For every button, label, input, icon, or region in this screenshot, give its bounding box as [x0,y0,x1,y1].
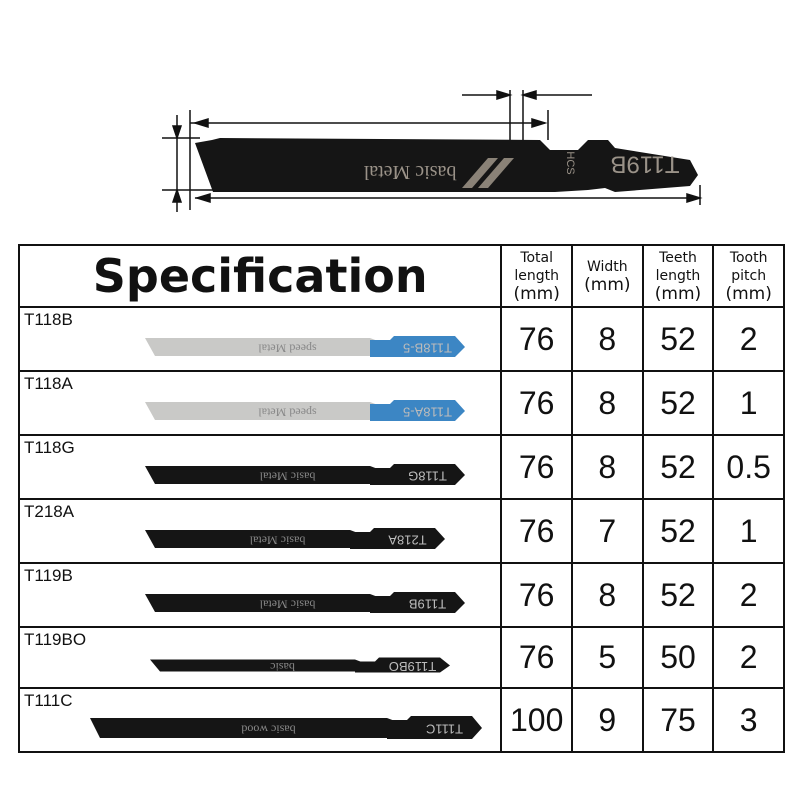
blade-brand-text: basic [270,660,295,674]
model-name: T118B [24,310,73,329]
tooth-pitch-value: 2 [712,306,785,372]
table-row: T119BO T119BO basic 76 5 50 2 [17,626,785,689]
blade-body [145,402,378,420]
teeth-length-value: 75 [641,687,715,753]
blade-stripes-logo [462,158,514,188]
blade-cell: T118B T118B-5 speed Metal [17,306,503,372]
blade-brand-text: basic wood [241,722,295,736]
teeth-length-value: 52 [641,562,715,628]
blade-cell: T119BO T119BO basic [17,626,503,689]
teeth-length-value: 52 [641,434,715,500]
blade-brand-text: basic Metal [259,597,315,611]
blade-brand-text: speed Metal [258,341,317,355]
teeth-length-value: 52 [641,306,715,372]
blade-label-text: T118G [408,469,447,484]
tooth-pitch-value: 1 [712,370,785,436]
blade-image: T119B basic Metal [145,592,465,613]
total-length-value: 76 [500,626,573,689]
blade-cell: T118A T118A-5 speed Metal [17,370,503,436]
model-name: T111C [24,691,73,710]
teeth-length-value: 52 [641,498,715,564]
width-value: 8 [571,306,644,372]
total-length-value: 76 [500,306,573,372]
blade-body [145,466,378,484]
blade-brand-text: basic Metal [259,469,315,483]
blade-image: T118G basic Metal [145,464,465,485]
blade-body [150,659,363,672]
blade-shank [370,400,465,421]
blade-shank [387,716,482,739]
table-row: T218A T218A basic Metal 76 7 52 1 [17,498,785,564]
blade-label-text: T119B [409,597,446,612]
model-name: T118A [24,374,73,393]
width-value: 5 [571,626,644,689]
blade-label-text: T118B-5 [403,341,452,356]
model-name: T118G [24,438,75,457]
blade-brand-text: speed Metal [258,405,317,419]
table-row: T118A T118A-5 speed Metal 76 8 52 1 [17,370,785,436]
width-value: 9 [571,687,644,753]
model-name: T119B [24,566,73,585]
blade-cell: T119B T119B basic Metal [17,562,503,628]
teeth-length-value: 50 [641,626,715,689]
blade-cell: T111C T111C basic wood [17,687,503,753]
total-length-value: 76 [500,370,573,436]
blade-brand-text: basic Metal [363,161,456,183]
teeth-length-value: 52 [641,370,715,436]
blade-brand-text: basic Metal [249,533,305,547]
blade-label-text: T119BO [389,659,436,674]
blade-steel-text: HCS [564,151,576,174]
tooth-pitch-value: 3 [712,687,785,753]
blade-body [90,718,395,738]
model-name: T119BO [24,630,87,649]
blade-shank [370,464,465,485]
header-width: Width(mm) [571,244,644,308]
blade-shank [350,528,445,549]
blade-shank [370,336,465,357]
blade-image: T118A-5 speed Metal [145,400,465,421]
blade-image: T111C basic wood [90,716,482,739]
table-row: T119B T119B basic Metal 76 8 52 2 [17,562,785,628]
total-length-value: 76 [500,562,573,628]
dimension-diagram: basic Metal HCS T119B [162,89,703,212]
blade-body [145,338,378,356]
width-value: 8 [571,562,644,628]
blade-shank [355,657,450,673]
tooth-pitch-value: 1 [712,498,785,564]
total-length-value: 76 [500,498,573,564]
table-row: T118G T118G basic Metal 76 8 52 0.5 [17,434,785,500]
blade-image: T218A basic Metal [145,528,445,549]
width-value: 7 [571,498,644,564]
blade-label-text: T218A [388,533,427,548]
total-length-value: 100 [500,687,573,753]
blade-body [145,530,358,548]
blade-body [145,594,378,612]
model-name: T218A [24,502,75,521]
blade-label-text: T118A-5 [403,405,452,420]
blade-image: T118B-5 speed Metal [145,336,465,357]
blade-cell: T218A T218A basic Metal [17,498,503,564]
tooth-pitch-value: 2 [712,626,785,689]
tooth-pitch-value: 2 [712,562,785,628]
table-row: T111C T111C basic wood 100 9 75 3 [17,687,785,753]
blade-shank [370,592,465,613]
blade-label-text: T111C [426,722,463,737]
tooth-pitch-value: 0.5 [712,434,785,500]
blade-model-text: T119B [611,151,680,178]
total-length-value: 76 [500,434,573,500]
table-title: Specification [17,244,503,308]
blade-image [195,138,698,192]
blade-image: T119BO basic [150,657,450,674]
width-value: 8 [571,370,644,436]
blade-cell: T118G T118G basic Metal [17,434,503,500]
table-row: T118B T118B-5 speed Metal 76 8 52 2 [17,306,785,372]
width-value: 8 [571,434,644,500]
